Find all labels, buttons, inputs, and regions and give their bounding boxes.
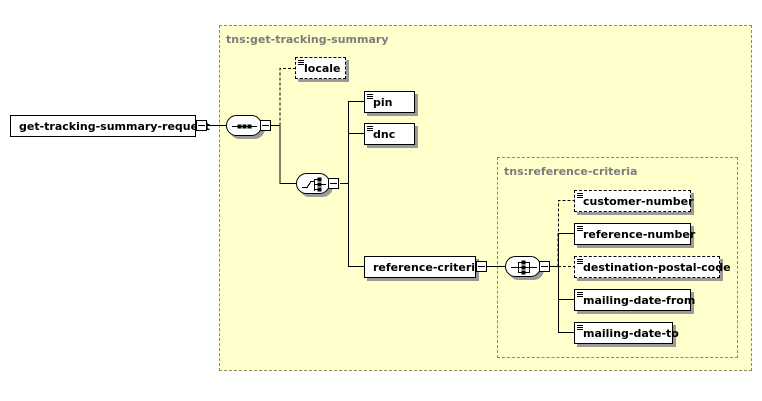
element-pin[interactable]: pin [364, 91, 415, 113]
collapse-toggle-sequence[interactable] [260, 120, 271, 131]
element-mailing-date-from[interactable]: mailing-date-from [574, 289, 695, 311]
element-label: reference-number [583, 227, 696, 241]
all-compositor-icon [511, 260, 537, 275]
minus-icon [262, 125, 269, 126]
collapse-toggle-all[interactable] [539, 261, 550, 272]
minus-icon [541, 266, 548, 267]
element-customer-number[interactable]: customer-number [574, 190, 694, 212]
sequence-compositor[interactable] [226, 115, 262, 136]
choice-compositor[interactable] [296, 173, 330, 194]
minus-icon [478, 266, 485, 267]
collapse-toggle-reference-criteria[interactable] [476, 261, 487, 272]
group-label-outer: tns:get-tracking-summary [226, 33, 389, 46]
element-label: locale [304, 61, 341, 75]
all-compositor[interactable] [505, 256, 541, 277]
element-reference-criteria[interactable]: reference-criteria [364, 256, 482, 278]
collapse-toggle-root[interactable] [196, 120, 207, 131]
element-label: mailing-date-to [583, 326, 679, 340]
element-label: mailing-date-from [583, 293, 696, 307]
element-label: dnc [373, 127, 396, 141]
element-label: reference-criteria [373, 260, 483, 274]
element-marker-icon [298, 60, 304, 66]
element-label: customer-number [583, 194, 694, 208]
element-label: destination-postal-code [583, 260, 731, 274]
element-label: pin [373, 95, 393, 109]
minus-icon [198, 125, 205, 126]
element-destination-postal-code[interactable]: destination-postal-code [574, 256, 731, 278]
element-reference-number[interactable]: reference-number [574, 223, 695, 245]
element-marker-icon [577, 325, 583, 331]
element-marker-icon [577, 292, 583, 298]
collapse-toggle-choice[interactable] [328, 178, 339, 189]
element-marker-icon [577, 193, 583, 199]
choice-compositor-icon [302, 177, 326, 192]
element-marker-icon [367, 94, 373, 100]
sequence-compositor-icon [232, 124, 257, 129]
element-label: get-tracking-summary-request [19, 119, 210, 133]
minus-icon [330, 183, 337, 184]
element-marker-icon [577, 259, 583, 265]
element-marker-icon [577, 226, 583, 232]
element-marker-icon [367, 126, 373, 132]
group-label-inner: tns:reference-criteria [504, 165, 638, 178]
element-mailing-date-to[interactable]: mailing-date-to [574, 322, 679, 344]
element-dnc[interactable]: dnc [364, 123, 415, 145]
element-get-tracking-summary-request[interactable]: get-tracking-summary-request [10, 115, 210, 137]
element-locale[interactable]: locale [295, 57, 346, 79]
